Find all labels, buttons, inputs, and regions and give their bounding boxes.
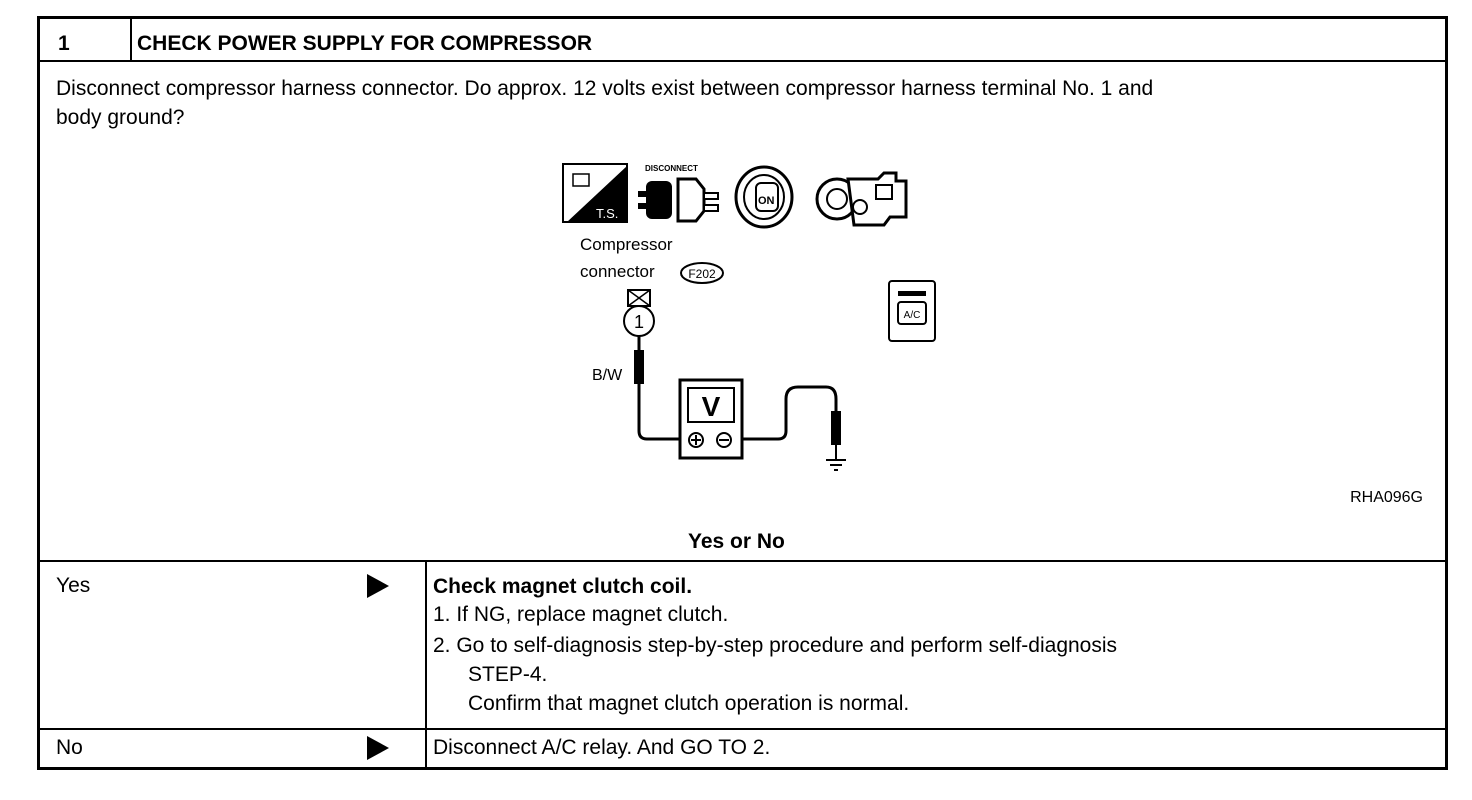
yes-arrow-icon — [367, 574, 389, 598]
step-title: CHECK POWER SUPPLY FOR COMPRESSOR — [137, 32, 593, 55]
yes-label: Yes — [56, 574, 91, 597]
connector-code: F202 — [688, 267, 716, 281]
yes-row-rule — [40, 560, 1445, 562]
yes-action-title: Check magnet clutch coil. — [433, 575, 693, 598]
header-divider — [130, 19, 132, 61]
negative-probe — [831, 411, 841, 445]
ignition-on-icon: ON — [734, 165, 794, 229]
terminal-number: 1 — [634, 312, 644, 332]
connector-label-1: Compressor — [580, 235, 673, 254]
no-action: Disconnect A/C relay. And GO TO 2. — [433, 736, 771, 759]
on-label: ON — [758, 195, 775, 207]
yes-step-2c: Confirm that magnet clutch operation is … — [468, 692, 910, 715]
engine-running-icon — [815, 171, 908, 227]
yes-step-1: 1. If NG, replace magnet clutch. — [433, 603, 729, 626]
question-line-1: Disconnect compressor harness connector.… — [56, 77, 1154, 100]
meter-letter: V — [702, 391, 721, 422]
connector-code-badge — [680, 262, 724, 284]
question-line-2: body ground? — [56, 106, 185, 129]
result-column-divider — [425, 561, 427, 770]
yes-or-no-prompt: Yes or No — [688, 530, 785, 553]
wiring-diagram: T.S. DISCONNECT ON Compressor — [562, 163, 1423, 506]
yes-step-2a: 2. Go to self-diagnosis step-by-step pro… — [433, 634, 1118, 657]
disconnect-icon: DISCONNECT — [638, 164, 719, 223]
ts-icon: T.S. — [562, 163, 628, 223]
yes-step-2b: STEP-4. — [468, 663, 548, 686]
header-rule — [40, 60, 1445, 62]
connector-label-2: connector — [580, 262, 655, 281]
procedure-table: 1 CHECK POWER SUPPLY FOR COMPRESSOR Disc… — [37, 16, 1448, 770]
ac-button-label: A/C — [904, 310, 921, 321]
wire-color: B/W — [592, 367, 623, 384]
ts-label: T.S. — [596, 206, 618, 221]
figure-code: RHA096G — [1350, 489, 1423, 506]
no-label: No — [56, 736, 83, 759]
step-number: 1 — [58, 32, 70, 55]
no-row-rule — [40, 728, 1445, 730]
no-arrow-icon — [367, 736, 389, 760]
disconnect-label: DISCONNECT — [645, 164, 698, 173]
